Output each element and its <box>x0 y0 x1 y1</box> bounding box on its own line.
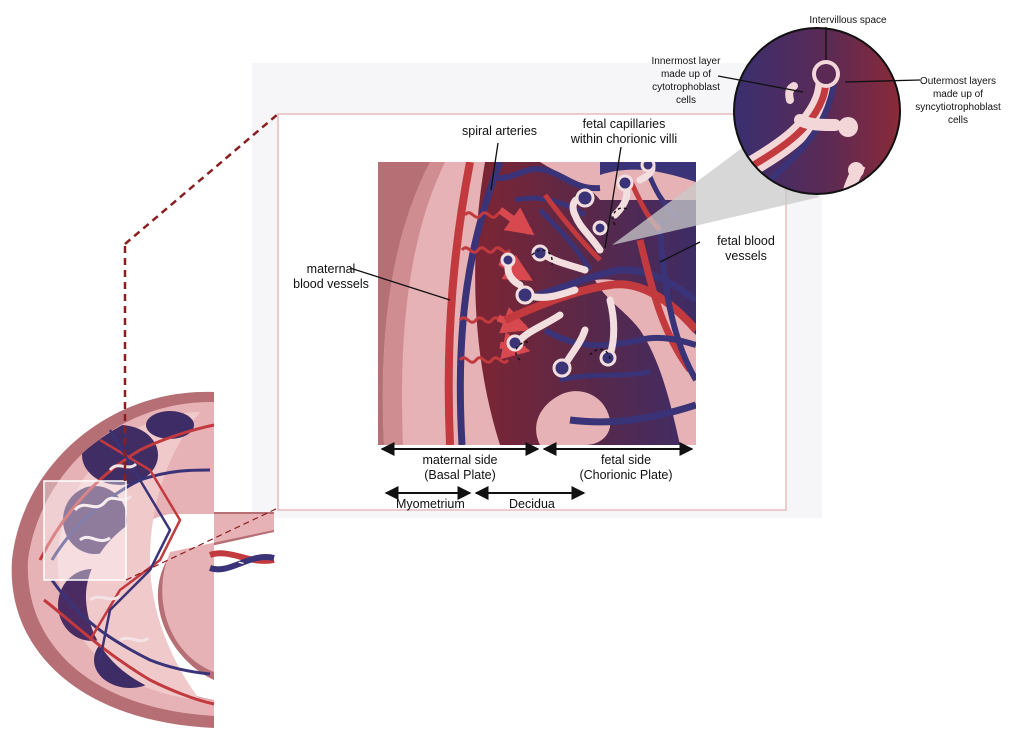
label-outermost-line3: syncytiotrophoblast <box>908 101 1008 114</box>
label-maternal-blood-vessels-line2: blood vessels <box>290 277 372 292</box>
label-fetal-capillaries-line2: within chorionic villi <box>569 132 679 147</box>
label-innermost-layer: Innermost layer made up of cytotrophobla… <box>640 55 732 107</box>
label-myometrium: Myometrium <box>396 497 465 512</box>
label-innermost-line2: made up of <box>640 68 732 81</box>
label-fetal-capillaries-line1: fetal capillaries <box>569 117 679 132</box>
label-fetal-blood-vessels-line2: vessels <box>706 249 786 264</box>
cotyledon-5 <box>146 411 194 439</box>
label-spiral-arteries: spiral arteries <box>462 124 537 139</box>
label-innermost-line1: Innermost layer <box>640 55 732 68</box>
label-innermost-line4: cells <box>640 94 732 107</box>
label-maternal-blood-vessels-line1: maternal <box>290 262 372 277</box>
label-maternal-side-line1: maternal side <box>410 453 510 468</box>
label-innermost-line3: cytotrophoblast <box>640 81 732 94</box>
label-intervillous-space: Intervillous space <box>800 14 896 27</box>
label-fetal-side-line2: (Chorionic Plate) <box>570 468 682 483</box>
label-fetal-blood-vessels: fetal blood vessels <box>706 234 786 265</box>
label-outermost-line4: cells <box>908 114 1008 127</box>
villus-magnified-view <box>734 28 900 194</box>
label-maternal-blood-vessels: maternal blood vessels <box>290 262 372 293</box>
uterus-cross-section <box>12 392 274 728</box>
label-outermost-layers: Outermost layers made up of syncytiotrop… <box>908 75 1008 127</box>
placenta-cross-section <box>378 159 696 445</box>
label-outermost-line1: Outermost layers <box>908 75 1008 88</box>
label-decidua: Decidua <box>509 497 555 512</box>
zoom-selection-box <box>44 481 126 580</box>
label-outermost-line2: made up of <box>908 88 1008 101</box>
label-fetal-side: fetal side (Chorionic Plate) <box>570 453 682 484</box>
label-fetal-side-line1: fetal side <box>570 453 682 468</box>
label-fetal-blood-vessels-line1: fetal blood <box>706 234 786 249</box>
label-maternal-side-line2: (Basal Plate) <box>410 468 510 483</box>
label-maternal-side: maternal side (Basal Plate) <box>410 453 510 484</box>
label-fetal-capillaries: fetal capillaries within chorionic villi <box>569 117 679 148</box>
